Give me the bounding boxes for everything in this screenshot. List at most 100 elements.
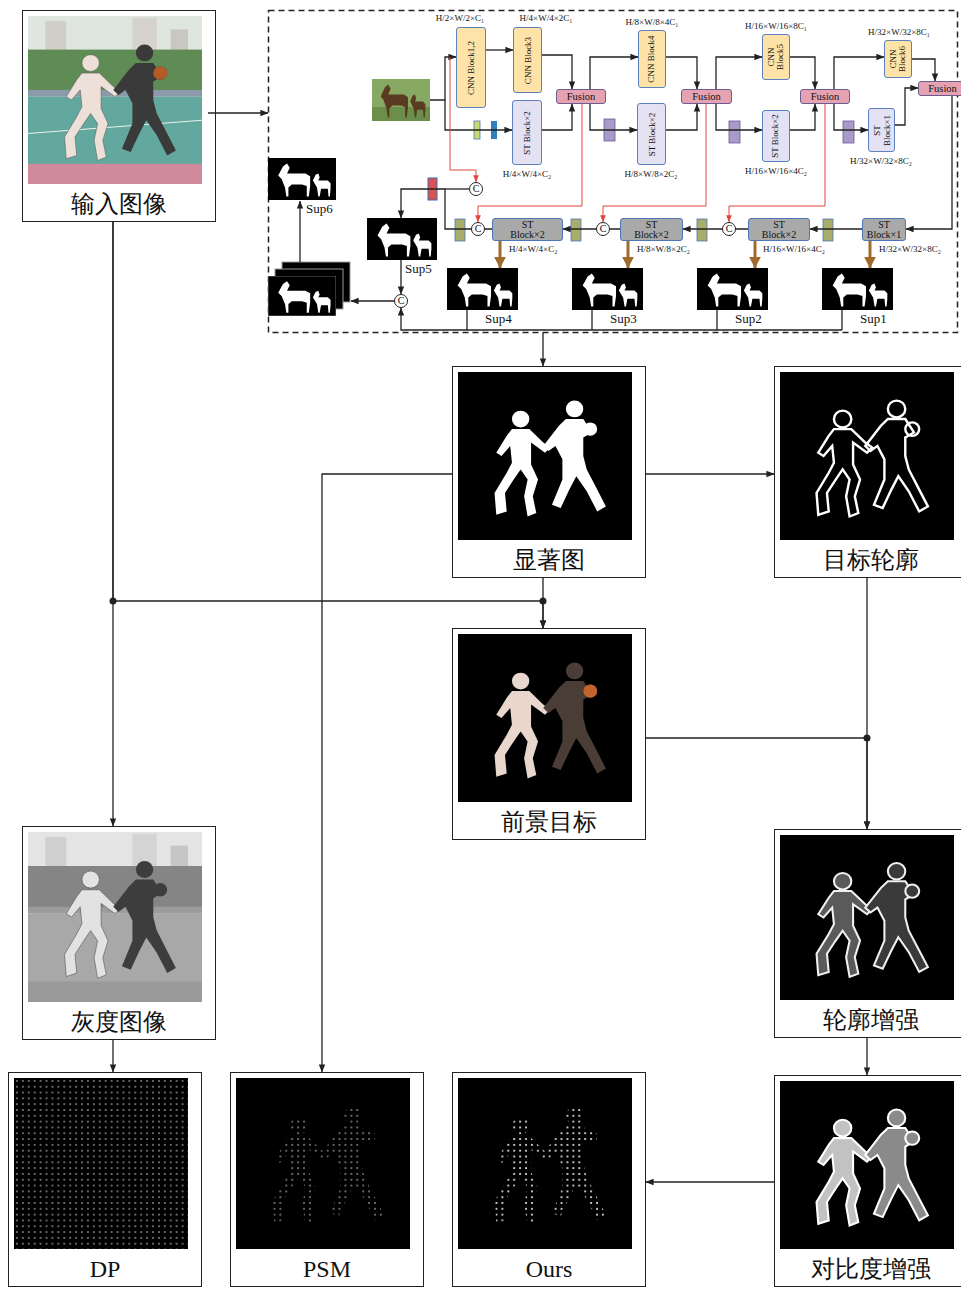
panel-caption: 显著图 (453, 546, 645, 574)
block-label: ST Block×2 (632, 220, 672, 240)
rect-shape (697, 268, 768, 310)
mask-image (822, 268, 893, 310)
rect-shape (455, 219, 465, 241)
use-shape (278, 281, 330, 312)
rect-shape (28, 164, 202, 184)
decoder-block: ST Block×1 (862, 218, 906, 241)
rect-shape (28, 16, 202, 184)
connector-arrow (834, 104, 868, 130)
cnn-block: CNN Block4 (638, 30, 666, 88)
st-block: ST Block×2 (512, 100, 542, 165)
rect-shape (372, 79, 430, 121)
path-shape (603, 104, 706, 222)
rect-shape (729, 121, 740, 143)
path-shape (351, 300, 394, 301)
fusion-label: Fusion (801, 90, 849, 103)
image-panel: Ours (452, 1072, 646, 1287)
rect-shape (780, 835, 954, 1000)
connector-arrow (716, 57, 762, 89)
path-shape (542, 333, 543, 366)
panel-caption: 灰度图像 (23, 1008, 215, 1036)
cnn-block: CNN Block3 (513, 27, 542, 93)
fusion-label: Fusion (919, 82, 961, 95)
concat-symbol: C (596, 222, 610, 236)
block-label: ST Block×2 (513, 101, 541, 164)
input-photo (28, 16, 202, 184)
image-panel: 轮廓增强 (774, 829, 961, 1038)
connector-arrow (113, 222, 543, 628)
path-shape (729, 104, 825, 222)
use-shape (65, 55, 121, 161)
connector-arrow (542, 578, 543, 628)
rect-shape (458, 372, 632, 540)
connector-arrow (869, 241, 872, 268)
rect-shape (843, 121, 854, 143)
block-label: ST Block×2 (508, 220, 548, 240)
rect-shape (823, 219, 833, 241)
contour-image (780, 372, 954, 540)
network-frame (269, 11, 958, 333)
connector-arrow (627, 241, 630, 268)
path-shape (467, 310, 842, 330)
map-label: Sup4 (485, 311, 512, 326)
connector-arrow (646, 738, 867, 829)
use-shape (865, 1110, 928, 1221)
rect-shape (14, 1078, 188, 1249)
fusion-label: Fusion (557, 90, 605, 103)
connector-arrow (810, 228, 862, 229)
use-shape (65, 871, 121, 978)
image-panel: PSM (230, 1072, 424, 1287)
map-label: Sup3 (610, 311, 637, 326)
fusion-box: Fusion (681, 89, 732, 104)
rect-shape (447, 268, 518, 310)
circle-shape (583, 684, 597, 697)
concat-symbol: C (471, 222, 485, 236)
image-panel: 灰度图像 (22, 826, 216, 1040)
rect-shape (236, 1078, 410, 1249)
path-shape (445, 188, 469, 189)
connector-arrow (912, 59, 935, 81)
g-shape (458, 1078, 632, 1249)
connector-arrow (590, 57, 638, 89)
fusion-label: Fusion (682, 90, 731, 103)
block-label: CNN Block3 (514, 28, 541, 92)
rect-shape (780, 372, 954, 540)
use-shape (543, 401, 606, 512)
connector-arrow (866, 578, 867, 829)
rect-shape (367, 218, 437, 260)
foreground-image (458, 634, 632, 802)
connector-arrow (834, 57, 884, 89)
circle-shape (153, 66, 167, 79)
image-panel: DP (8, 1072, 202, 1287)
connector-arrow (322, 474, 452, 1072)
st-block: ST Block×1 (868, 108, 895, 152)
image-panel: 对比度增强 (774, 1075, 961, 1287)
junction-dots (110, 598, 871, 742)
stacked-masks (268, 262, 350, 316)
fusion-box: Fusion (918, 81, 961, 96)
connector-arrow (590, 104, 637, 130)
use-shape (817, 1120, 873, 1226)
connector-arrow (646, 1181, 774, 1182)
dimension-label: H/16×W/16×8C₁ (744, 21, 808, 32)
mask-image (268, 158, 336, 200)
connector-arrow (542, 104, 572, 130)
panel-caption: 前景目标 (453, 808, 645, 836)
image-panel: 显著图 (452, 366, 646, 578)
block-label: ST Block×2 (759, 220, 799, 240)
panel-caption: PSM (231, 1255, 423, 1283)
rect-shape (458, 1078, 632, 1249)
dimension-label: H/8×W/8×2C₂ (624, 169, 679, 180)
rect-shape (14, 1078, 188, 1249)
psm-image (236, 1078, 410, 1249)
use-shape (543, 663, 606, 774)
supervision-map: Sup1 (822, 268, 893, 310)
gray-photo (28, 832, 202, 1002)
use-shape (817, 411, 873, 517)
dimension-label: H/4×W/4×C₂ (502, 169, 552, 180)
connector-arrow (716, 104, 762, 130)
use-shape (583, 274, 638, 307)
use-shape (817, 873, 873, 977)
mask-image (697, 268, 768, 310)
rect-shape (697, 219, 707, 241)
